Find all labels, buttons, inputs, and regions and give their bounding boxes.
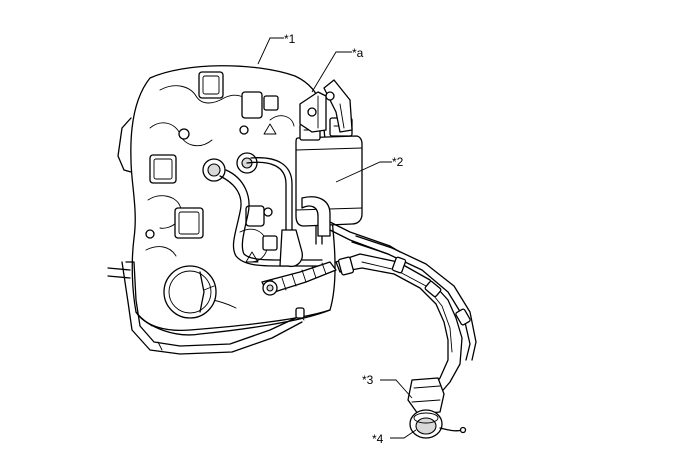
fuel-tank-filler-pipe	[335, 235, 477, 415]
fuel-lines	[107, 261, 305, 355]
callout-a: *a	[352, 46, 364, 60]
callout-2: *2	[392, 155, 404, 169]
charcoal-canister	[295, 79, 391, 255]
leader-lines	[257, 37, 417, 439]
callout-4: *4	[372, 432, 384, 446]
callout-1: *1	[284, 32, 296, 46]
callout-3: *3	[362, 373, 374, 387]
fuel-tank-cap	[409, 409, 467, 439]
